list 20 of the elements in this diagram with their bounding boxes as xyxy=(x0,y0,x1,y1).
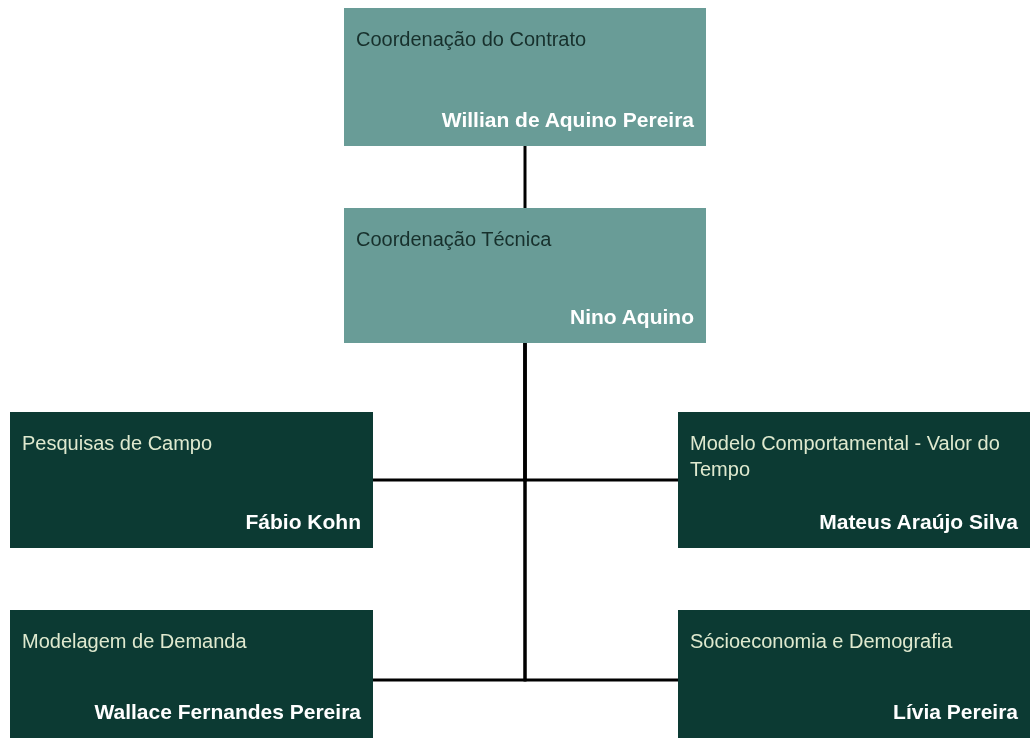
person-name: Mateus Araújo Silva xyxy=(818,510,1018,534)
unit-title: Coordenação do Contrato xyxy=(356,27,588,52)
unit-title: Pesquisas de Campo xyxy=(22,431,214,456)
org-box xyxy=(10,412,373,548)
person-name: Lívia Pereira xyxy=(892,700,1018,724)
person-name: Nino Aquino xyxy=(568,305,694,329)
org-box xyxy=(678,610,1030,738)
org-box xyxy=(678,412,1030,548)
org-box xyxy=(344,8,706,146)
org-box xyxy=(344,208,706,343)
unit-title: Modelo Comportamental - Valor do Tempo xyxy=(690,431,1001,482)
org-box xyxy=(10,610,373,738)
unit-title: Modelagem de Demanda xyxy=(22,629,248,654)
connector-line xyxy=(523,146,527,208)
unit-title: Coordenação Técnica xyxy=(356,227,553,252)
person-name: Wallace Fernandes Pereira xyxy=(93,700,361,724)
person-name: Willian de Aquino Pereira xyxy=(440,108,694,132)
person-name: Fábio Kohn xyxy=(244,510,361,534)
unit-title: Sócioeconomia e Demografia xyxy=(690,629,954,654)
connector-line xyxy=(523,343,678,682)
